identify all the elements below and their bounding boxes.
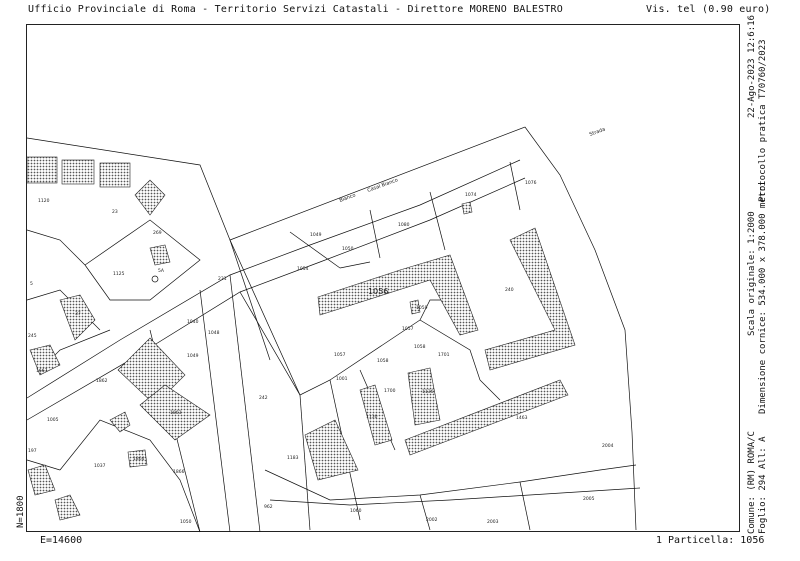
- parcel-label: 1057: [402, 326, 414, 332]
- parcel-label: 1050: [180, 519, 192, 525]
- parcel-label: 1049: [310, 232, 322, 238]
- parcel-label: 1058: [377, 358, 389, 364]
- parcel-label: 1863: [170, 410, 182, 416]
- parcel-label: 2005: [583, 496, 595, 502]
- parcel-label: 242: [259, 395, 268, 401]
- parcel-label: 962: [264, 504, 273, 510]
- parcel-label: 1076: [525, 180, 537, 186]
- road-edge-upper: [26, 159, 521, 399]
- highlight-parcel-label: 1056: [368, 287, 388, 296]
- parcel-label: 1667: [36, 368, 48, 374]
- parcel-label: 1864: [133, 456, 145, 462]
- street-label-casal-bianco: Casal Bianco: [367, 177, 399, 194]
- scale-label: Scala originale: 1:2000: [747, 211, 757, 336]
- parcel-label: 1700: [384, 388, 396, 394]
- parcel-label: 23: [112, 209, 118, 215]
- parcel-label: 1049: [187, 353, 199, 359]
- protocol-label: Protocollo pratica T70760/2023: [758, 39, 768, 202]
- parcel-label: 1701: [438, 352, 450, 358]
- road-edge-lower: [26, 177, 526, 421]
- parcel-label: 1037: [94, 463, 106, 469]
- parcel-label: 1048: [208, 330, 220, 336]
- parcel-label: 5A: [158, 268, 165, 274]
- parcel-label: 1054: [297, 266, 309, 272]
- north-coordinate: N=1800: [16, 495, 26, 528]
- parcel-label: 37: [75, 311, 81, 317]
- parcel-label: 245: [28, 333, 37, 339]
- parcel-label: 1130: [366, 414, 378, 420]
- parcel-label: 1060: [350, 508, 362, 514]
- foglio-label: Foglio: 294 All: A: [758, 436, 768, 534]
- parcel-label: 231: [218, 276, 227, 282]
- parcel-label: 1005: [47, 417, 59, 423]
- parcel-label: 1080: [398, 222, 410, 228]
- parcel-label: 240: [505, 287, 514, 293]
- parcel-label: 1057: [334, 352, 346, 358]
- parcel-label: 1866: [173, 469, 185, 475]
- parcel-label: 1862: [96, 378, 108, 384]
- parcel-label: 5: [30, 281, 33, 287]
- parcel-label: 1136: [422, 389, 434, 395]
- street-label-strada: Strada: [589, 127, 607, 138]
- street-label-bianco: Bianco: [339, 192, 357, 203]
- parcel-label: 197: [28, 448, 37, 454]
- parcel-label: 269: [153, 230, 162, 236]
- parcel-label: 1058: [414, 344, 426, 350]
- parcel-label: 1040: [187, 319, 199, 325]
- survey-marker-icon: [151, 275, 159, 283]
- parcel-label: 1463: [516, 415, 528, 421]
- parcel-label: 1125: [113, 271, 125, 277]
- parcel-label: 1001: [336, 376, 348, 382]
- fee-label: Vis. tel (0.90 euro): [646, 4, 771, 15]
- parcel-count: 1 Particella: 1056: [656, 535, 765, 546]
- dimensions-label: Dimensione cornice: 534.000 x 378.000 me…: [758, 181, 768, 414]
- comune-label: Comune: (RM) ROMA/C: [747, 431, 757, 534]
- parcel-label: 2002: [426, 517, 438, 523]
- parcel-label: 1183: [287, 455, 299, 461]
- parcel-label: 1050: [342, 246, 354, 252]
- map-frame: [26, 24, 740, 532]
- parcel-label: 1059: [416, 305, 428, 311]
- parcel-label: 2003: [487, 519, 499, 525]
- parcel-label: 1120: [38, 198, 50, 204]
- date-label: 22-Ago-2023 12:6:16: [747, 15, 757, 118]
- east-coordinate: E=14600: [40, 535, 83, 546]
- district-boundary: [26, 126, 637, 531]
- office-header: Ufficio Provinciale di Roma - Territorio…: [28, 4, 563, 15]
- parcel-label: 2004: [602, 443, 614, 449]
- parcel-label: 1074: [465, 192, 477, 198]
